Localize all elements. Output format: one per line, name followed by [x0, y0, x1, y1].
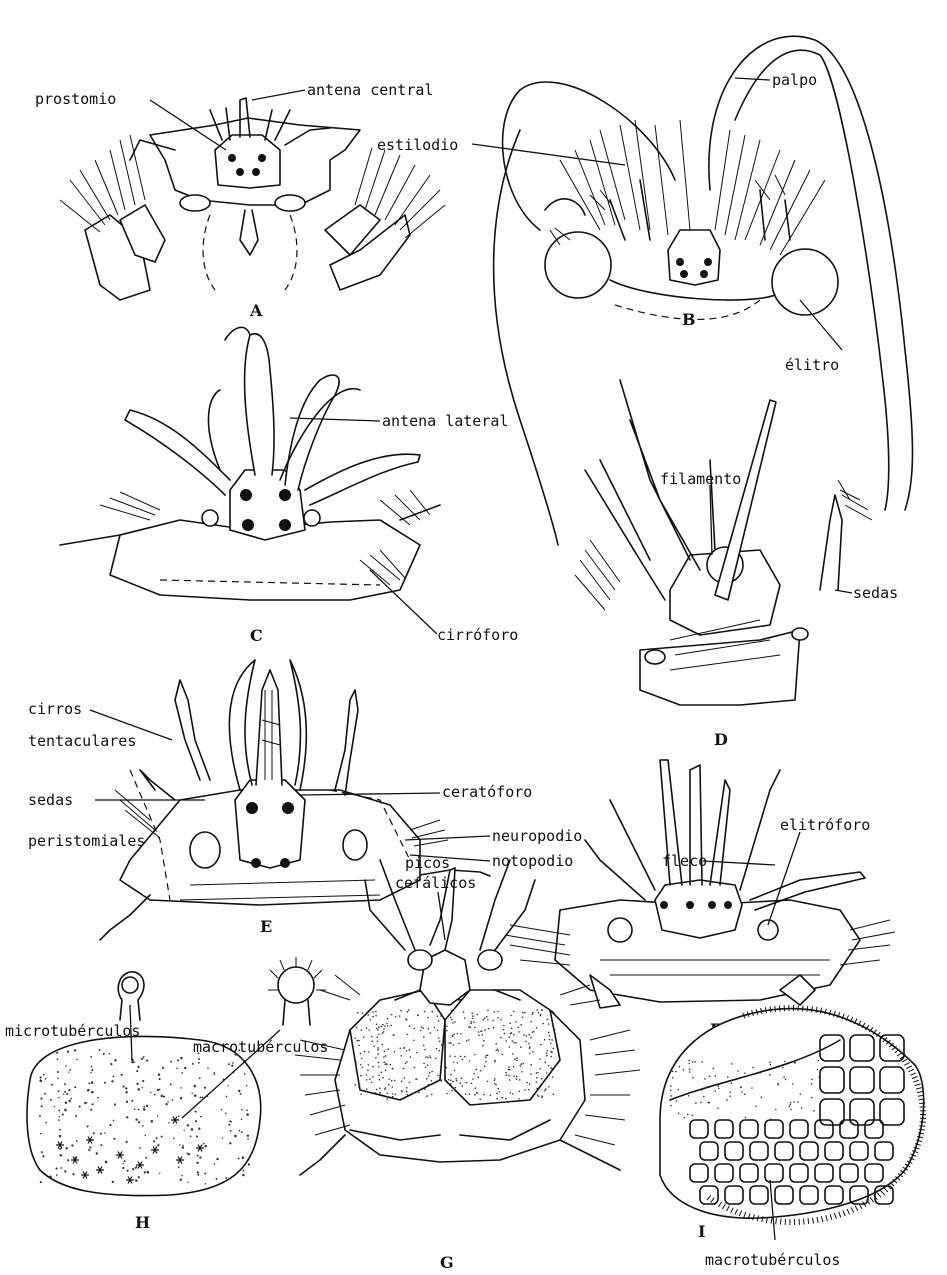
drawing-i — [660, 1005, 926, 1225]
drawing-d — [575, 380, 872, 705]
label-picos: picos — [405, 854, 450, 872]
panel-label-a: A — [249, 301, 263, 320]
panel-label-d: D — [714, 730, 728, 749]
leader-estilodio — [472, 144, 625, 165]
label-estilodio: estilodio — [377, 136, 458, 154]
label-notopodio: notopodio — [492, 852, 573, 870]
label-elitroforo: elitróforo — [780, 816, 870, 834]
label-elitro: élitro — [785, 356, 839, 374]
label-peristomiales: peristomiales — [28, 832, 145, 850]
label-cefalicos: cefálicos — [395, 874, 476, 892]
label-ceratoforo: ceratóforo — [442, 783, 532, 801]
label-neuropodio: neuropodio — [492, 827, 582, 845]
drawing-b — [494, 36, 913, 545]
label-macrotuberculos-i: macrotubérculos — [705, 1251, 840, 1269]
label-cirroforo: cirróforo — [437, 626, 518, 644]
drawing-a — [60, 98, 445, 300]
leader-palpo — [735, 78, 770, 80]
label-cirros: cirros — [28, 700, 82, 718]
label-microtuberculos: microtubérculos — [5, 1022, 140, 1040]
panel-label-i: I — [698, 1222, 705, 1241]
label-tentaculares: tentaculares — [28, 732, 136, 750]
label-fleco: fleco — [662, 852, 707, 870]
label-antena-lateral: antena lateral — [382, 412, 508, 430]
panel-label-b: B — [682, 310, 696, 329]
leader-antena-central — [252, 90, 305, 100]
label-palpo: palpo — [772, 71, 817, 89]
panel-label-c: C — [250, 626, 263, 645]
label-antena-central: antena central — [307, 81, 433, 99]
label-sedas-d: sedas — [853, 584, 898, 602]
panel-label-e: E — [260, 917, 272, 936]
label-filamento: filamento — [660, 470, 741, 488]
label-macrotuberculos-h: macrotubérculos — [193, 1038, 328, 1056]
label-prostomio: prostomio — [35, 90, 116, 108]
drawing-h — [27, 957, 326, 1196]
drawing-f — [505, 760, 895, 1008]
panel-label-g: G — [440, 1253, 454, 1272]
leader-sedas-d — [835, 590, 852, 593]
panel-label-h: H — [135, 1213, 150, 1232]
label-sedas-e: sedas — [28, 791, 73, 809]
drawing-c — [60, 327, 440, 600]
